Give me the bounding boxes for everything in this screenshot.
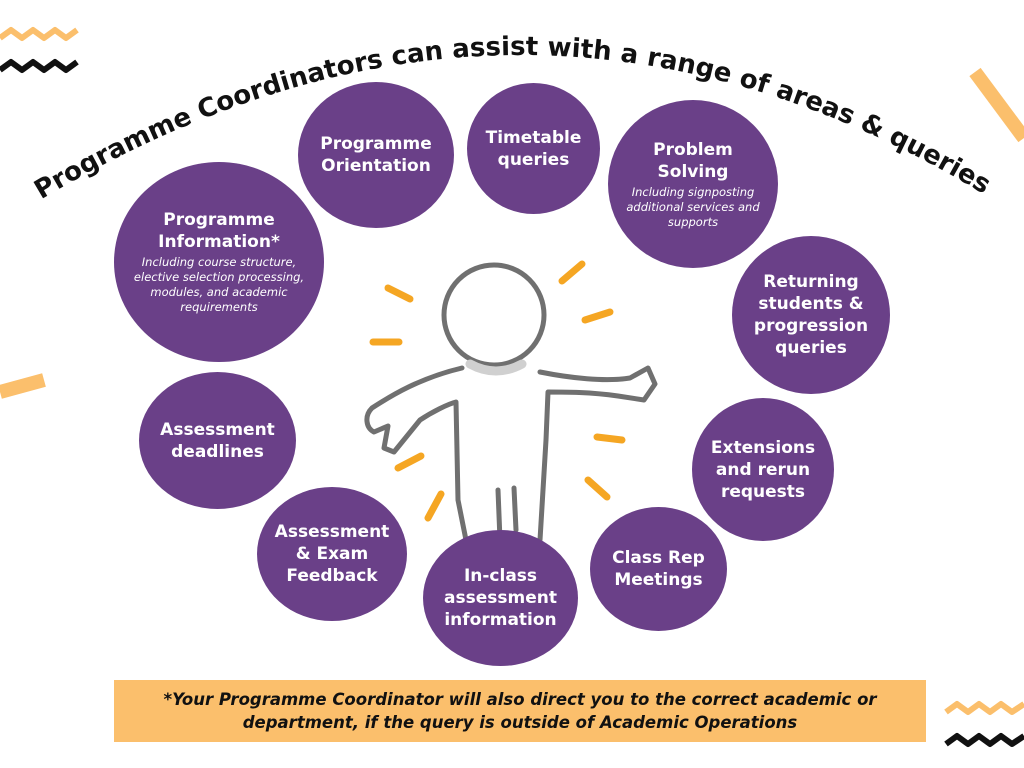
- bubble-title: Timetable queries: [485, 127, 582, 170]
- accent-bar-top-right: [969, 67, 1024, 143]
- bubble-title: Extensions and rerun requests: [710, 437, 816, 502]
- zigzag-black-top-left: [0, 59, 79, 73]
- bubble-programme-information: Programme Information* Including course …: [114, 162, 324, 362]
- footnote-banner: *Your Programme Coordinator will also di…: [114, 680, 926, 742]
- bubble-title: Programme Information*: [158, 210, 280, 252]
- footnote-line-2: department, if the query is outside of A…: [242, 713, 798, 732]
- bubble-returning-students: Returning students & progression queries: [732, 236, 890, 394]
- bubble-title: Problem Solving: [653, 139, 733, 182]
- accent-bar-left: [0, 373, 46, 399]
- zigzag-orange-top-left: [0, 27, 79, 41]
- footnote-line-1: *Your Programme Coordinator will also di…: [163, 690, 877, 709]
- bubble-in-class-assessment: In-class assessment information: [423, 530, 578, 666]
- zigzag-black-bottom-right: [944, 733, 1024, 747]
- bubble-title: Class Rep Meetings: [612, 548, 705, 590]
- bubble-timetable-queries: Timetable queries: [467, 83, 600, 214]
- bubble-title: Assessment & Exam Feedback: [274, 522, 390, 586]
- bubble-problem-solving: Problem Solving Including signposting ad…: [608, 100, 778, 268]
- bubble-subtitle: Including signposting additional service…: [626, 184, 760, 229]
- bubble-extensions-rerun: Extensions and rerun requests: [692, 398, 834, 541]
- zigzag-orange-bottom-right: [944, 701, 1024, 715]
- bubble-programme-orientation: Programme Orientation: [298, 82, 454, 228]
- stick-figure: [364, 262, 658, 543]
- excitement-rays: [369, 260, 626, 522]
- bubble-assessment-deadlines: Assessment deadlines: [139, 372, 296, 509]
- bubble-title: Assessment deadlines: [160, 419, 275, 462]
- bubble-subtitle: Including course structure, elective sel…: [133, 255, 305, 314]
- bubble-title: In-class assessment information: [444, 566, 557, 630]
- bubble-class-rep-meetings: Class Rep Meetings: [590, 507, 727, 631]
- bubble-title: Returning students & progression queries: [753, 272, 869, 358]
- bubble-assessment-exam-feedback: Assessment & Exam Feedback: [257, 487, 407, 621]
- bubble-title: Programme Orientation: [320, 134, 432, 176]
